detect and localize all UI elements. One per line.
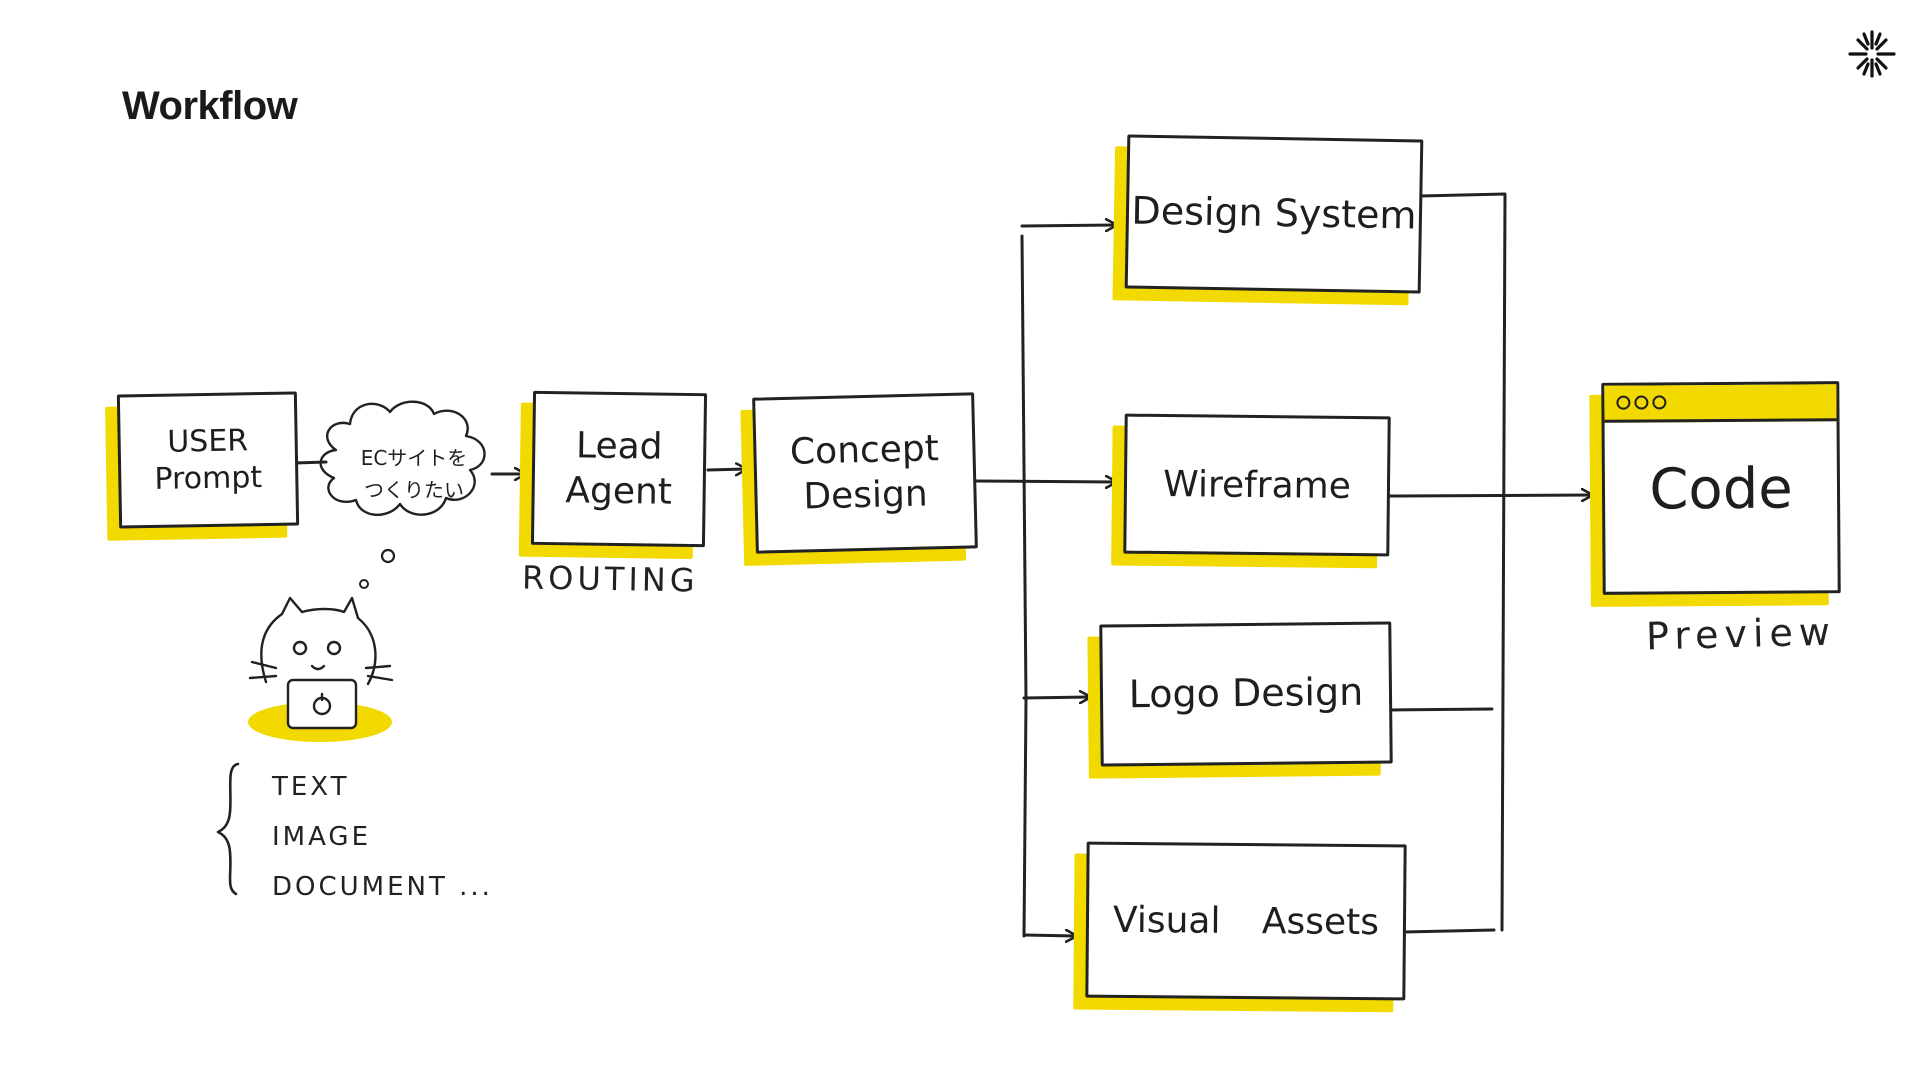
- node-code-label: Code: [1649, 456, 1793, 523]
- edge-logo-out: [1388, 707, 1494, 712]
- edge-bus-to-design-system: [1020, 225, 1116, 226]
- edge-bus-to-assets: [1022, 935, 1076, 936]
- thought-dot-small: [359, 579, 369, 589]
- thought-bubble-text: ECサイトを つくりたい: [344, 442, 484, 506]
- node-lead-agent: Lead Agent: [530, 390, 708, 548]
- node-design-system: Design System: [1124, 134, 1424, 294]
- node-user-prompt: USER Prompt: [116, 391, 300, 529]
- edge-assets-out: [1402, 928, 1496, 934]
- node-code: Code: [1601, 381, 1841, 595]
- cat-with-laptop-icon: [248, 596, 394, 742]
- starburst-logo-icon: [1848, 30, 1896, 78]
- code-window-titlebar: [1604, 384, 1837, 423]
- node-lead-agent-line2: Agent: [565, 470, 673, 513]
- node-user-prompt-line2: Prompt: [154, 460, 263, 497]
- node-concept-design-line2: Design: [802, 473, 929, 518]
- node-visual-assets-label: Visual Assets: [1112, 899, 1380, 943]
- edge-lead-to-concept: [706, 469, 746, 470]
- thought-line1: ECサイトを: [360, 446, 468, 470]
- thought-dot-large: [380, 548, 396, 564]
- routing-label: ROUTING: [521, 558, 699, 600]
- edge-bus-to-logo: [1022, 697, 1090, 698]
- thought-line2: つくりたい: [364, 478, 464, 502]
- input-type-item: TEXT: [272, 772, 350, 802]
- page-title: Workflow: [122, 84, 298, 128]
- node-logo-design-label: Logo Design: [1128, 670, 1364, 717]
- preview-label: Preview: [1645, 609, 1837, 659]
- thought-bubble: [319, 400, 486, 517]
- node-visual-assets: Visual Assets: [1085, 841, 1407, 1001]
- input-types-list: TEXT IMAGE DOCUMENT ...: [272, 762, 493, 912]
- edge-ds-out: [1418, 192, 1507, 932]
- window-dots-icon: [1616, 394, 1670, 414]
- node-user-prompt-line1: USER: [166, 422, 249, 460]
- input-type-item: IMAGE: [272, 822, 372, 852]
- node-logo-design: Logo Design: [1099, 621, 1393, 767]
- node-design-system-label: Design System: [1131, 188, 1417, 238]
- edge-left-bus: [1020, 234, 1028, 938]
- node-concept-design-line1: Concept: [789, 428, 940, 473]
- node-lead-agent-line1: Lead: [575, 425, 663, 468]
- input-type-item: DOCUMENT ...: [272, 872, 493, 902]
- edge-concept-to-wireframe: [973, 481, 1116, 482]
- input-brace: [216, 762, 240, 896]
- node-wireframe: Wireframe: [1123, 413, 1391, 557]
- edge-wireframe-to-code: [1388, 495, 1592, 496]
- node-wireframe-label: Wireframe: [1162, 463, 1352, 507]
- node-concept-design: Concept Design: [752, 392, 978, 554]
